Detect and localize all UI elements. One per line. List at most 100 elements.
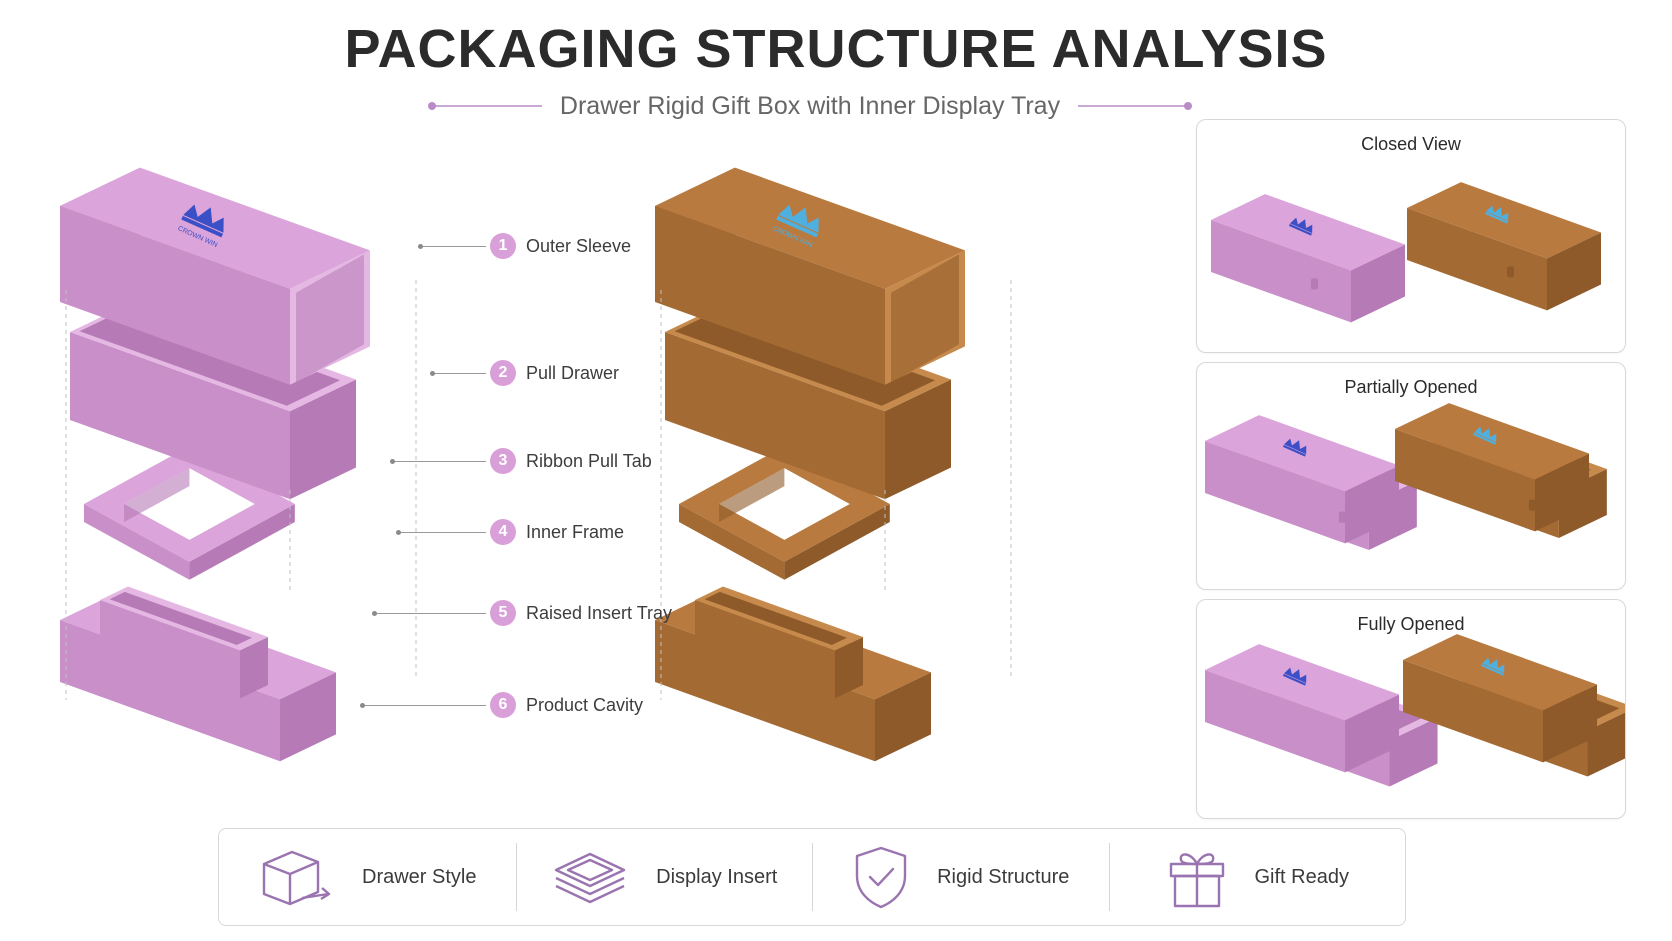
pull-drawer-front [665, 332, 885, 500]
callout-number: 2 [490, 360, 516, 386]
sleeve-body-side [1345, 694, 1399, 773]
feature-label: Gift Ready [1254, 865, 1349, 888]
callout-number: 5 [490, 600, 516, 626]
inner-frame-edge-left [84, 504, 190, 580]
callout-outer-sleeve: 1 Outer Sleeve [490, 231, 631, 261]
crown-shape [1284, 438, 1307, 455]
crown-logo-icon [1282, 667, 1307, 686]
pull-tab [1528, 499, 1536, 511]
ribbon-pull-tab [322, 412, 334, 434]
brown-box-closed [1407, 182, 1601, 311]
sleeve-body-side [1547, 232, 1601, 311]
pull-tab [1359, 748, 1367, 760]
pull-drawer-front [70, 332, 290, 500]
inner-frame-edge-right [189, 504, 295, 580]
raised-insert-tray-front [100, 600, 240, 699]
callout-number: 4 [490, 519, 516, 545]
partially-opened-illustration [1205, 403, 1607, 551]
callout-product-cavity: 6 Product Cavity [490, 690, 643, 720]
pull-drawer-side [885, 379, 951, 500]
callout-label: Ribbon Pull Tab [526, 450, 652, 471]
sleeve-body [1407, 182, 1601, 311]
sleeve-body-side [1345, 465, 1399, 544]
callout-number: 1 [490, 233, 516, 259]
callout-raised-insert-tray: 5 Raised Insert Tray [490, 598, 672, 628]
raised-insert-tray-cavity [109, 591, 252, 645]
crown-logo-icon [1472, 426, 1497, 445]
purple-box-partial [1205, 415, 1417, 551]
crown-logo-icon [1282, 438, 1307, 457]
raised-insert-tray-side [835, 636, 863, 699]
fully-opened-card: Fully Opened [1196, 599, 1626, 819]
crown-shape [1482, 657, 1505, 674]
callout-pull-drawer: 2 Pull Drawer [490, 358, 619, 388]
raised-insert-tray-front [695, 600, 835, 699]
feature-label: Rigid Structure [937, 865, 1070, 888]
feature-label: Drawer Style [362, 865, 477, 888]
crown-shape [183, 204, 224, 233]
crown-base [181, 215, 224, 238]
subtitle-divider-right [1078, 102, 1192, 110]
callout-label: Product Cavity [526, 694, 644, 715]
feature-rigid-structure: Rigid Structure [812, 829, 1109, 925]
shield-check-icon [855, 846, 907, 909]
feature-label: Display Insert [656, 865, 778, 888]
crown-shape [1290, 217, 1313, 234]
feature-display-insert: Display Insert [515, 829, 813, 925]
view-title: Closed View [1361, 134, 1461, 154]
crown-base [1282, 673, 1306, 686]
page-title: PACKAGING STRUCTURE ANALYSIS [344, 19, 1328, 79]
callout-ribbon-pull-tab: 3 Ribbon Pull Tab [490, 446, 652, 476]
crown-base [1472, 432, 1496, 445]
crown-shape [1474, 426, 1497, 443]
purple-box-closed [1211, 194, 1405, 323]
sleeve-body [1211, 194, 1405, 323]
outer-sleeve-interior [296, 254, 364, 383]
callout-label: Raised Insert Tray [526, 602, 673, 623]
product-cavity-base-side [875, 672, 931, 762]
callout-label: Pull Drawer [526, 362, 620, 383]
raised-insert-tray-side [240, 636, 268, 699]
crown-shape [778, 204, 819, 233]
inner-frame-edge-left [679, 504, 785, 580]
crown-base [1480, 663, 1504, 676]
sleeve-body-front [1211, 220, 1351, 323]
callout-number: 6 [490, 692, 516, 718]
outer-sleeve-front [655, 206, 885, 385]
crown-logo-icon [1484, 205, 1509, 224]
crown-base [1484, 211, 1508, 224]
brown-box-full [1403, 634, 1625, 777]
product-cavity-base-front [60, 620, 280, 762]
pull-tab [1311, 278, 1318, 290]
partially-opened-card: Partially Opened [1196, 362, 1626, 590]
purple-exploded-stack: CROWN WIN [60, 167, 417, 762]
inner-frame-inner-edge [719, 468, 785, 522]
crown-base [776, 215, 819, 238]
fully-opened-illustration [1205, 634, 1625, 787]
outer-sleeve-front [60, 206, 290, 385]
brown-exploded-stack: CROWN WIN [655, 167, 1012, 762]
view-title: Partially Opened [1344, 377, 1478, 397]
pull-tab [1557, 738, 1565, 750]
sleeve-body [1395, 403, 1589, 532]
product-cavity-base-front [655, 620, 875, 762]
pull-tab [1507, 266, 1514, 278]
callout-inner-frame: 4 Inner Frame [490, 517, 624, 547]
sleeve-body-front [1205, 670, 1345, 773]
pull-tab [1338, 511, 1346, 523]
sleeve-body-front [1205, 441, 1345, 544]
product-cavity-base-side [280, 672, 336, 762]
crown-shape [1486, 205, 1509, 222]
pull-drawer-side [290, 379, 356, 500]
outer-sleeve-interior [891, 254, 959, 383]
crown-shape [1284, 667, 1307, 684]
crown-base [1288, 223, 1312, 236]
box-arrow-icon [262, 850, 331, 906]
layers-icon [554, 852, 626, 904]
feature-gift-ready: Gift Ready [1108, 829, 1406, 925]
crown-logo-icon [1288, 217, 1313, 236]
sleeve-body-front [1395, 429, 1535, 532]
page-subtitle: Drawer Rigid Gift Box with Inner Display… [559, 91, 1061, 120]
subtitle-row: Drawer Rigid Gift Box with Inner Display… [428, 86, 1192, 126]
callout-number: 3 [490, 448, 516, 474]
